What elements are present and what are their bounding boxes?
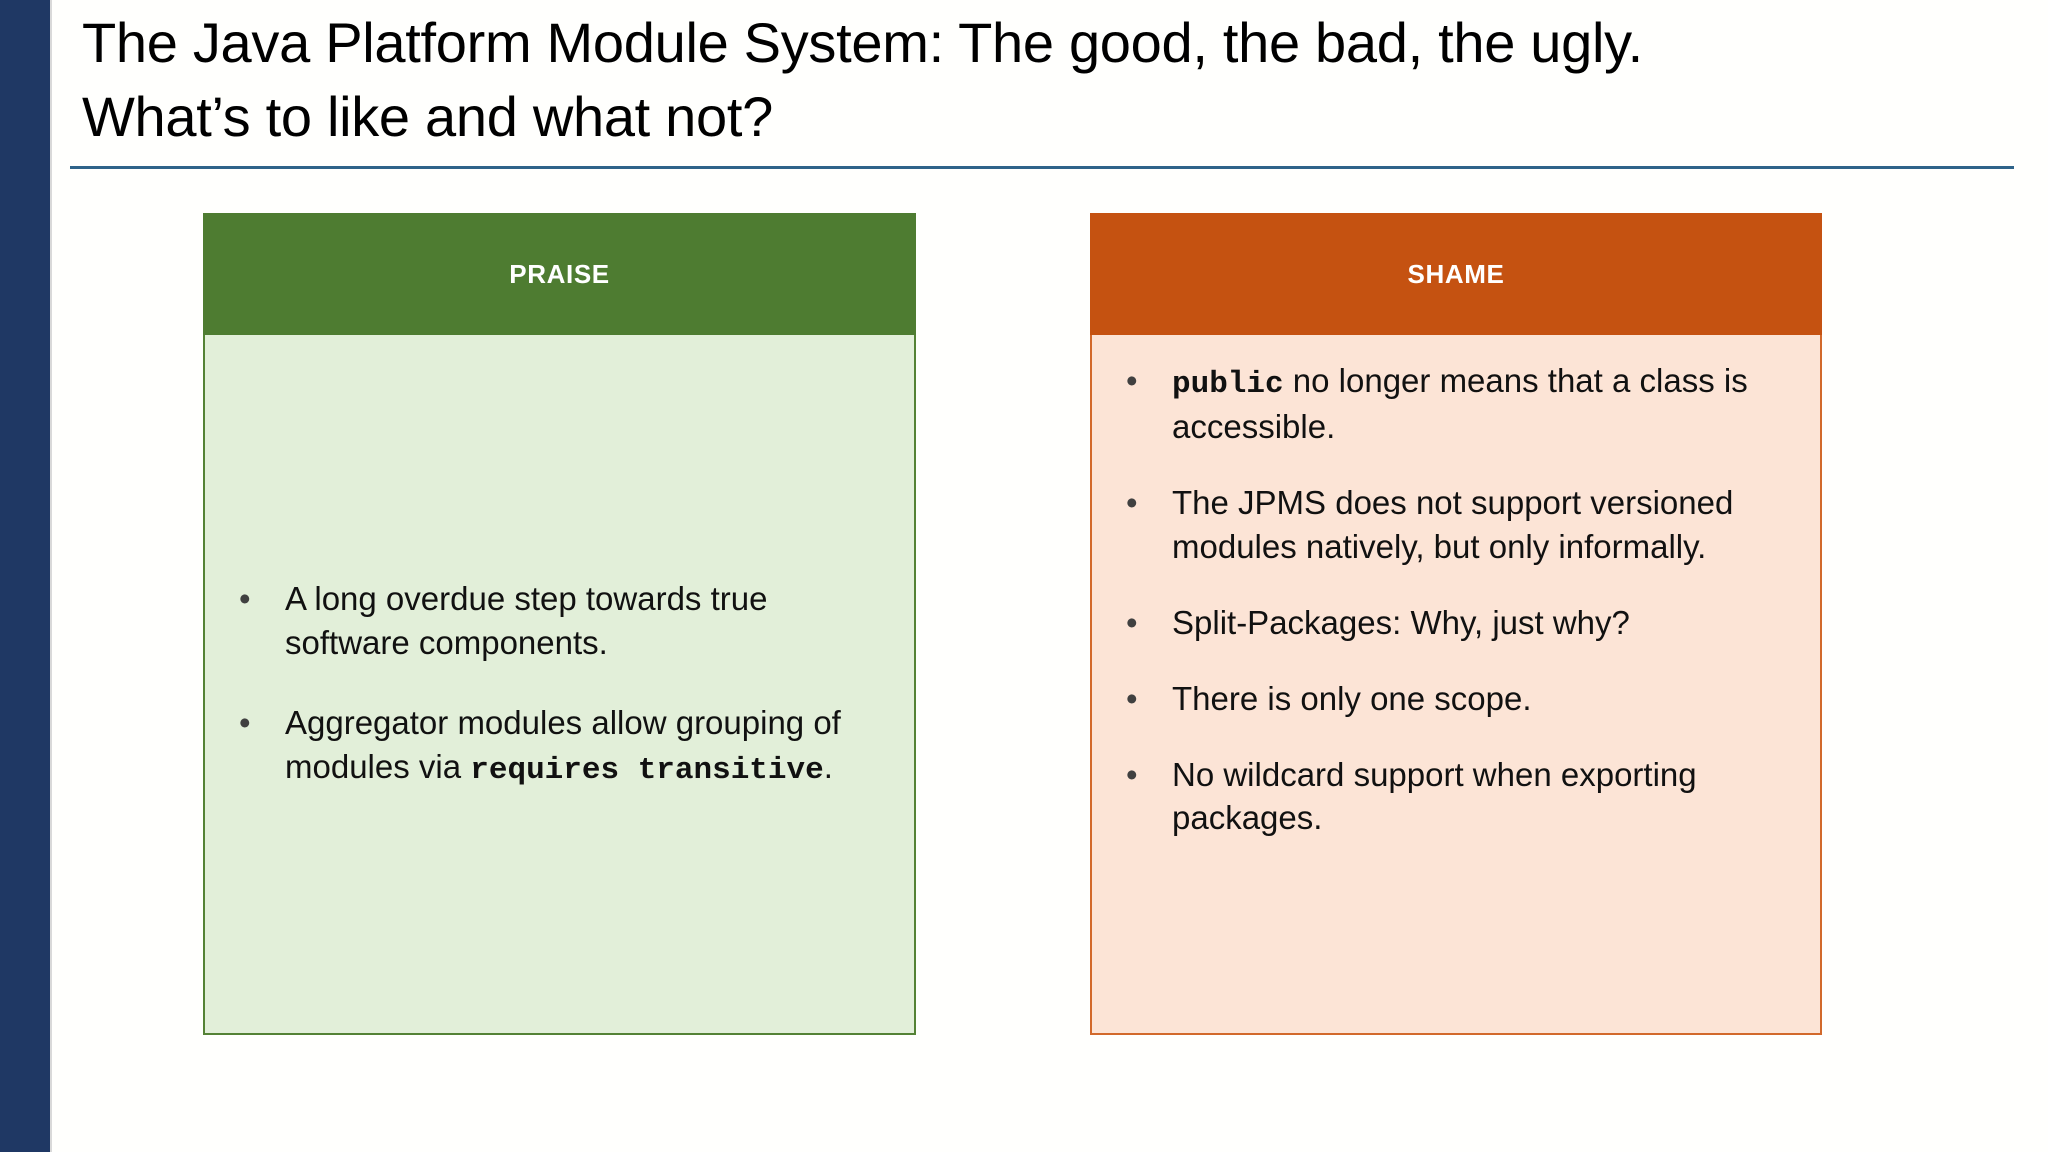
inline-code: public (1172, 367, 1284, 402)
bullet-dot-icon: • (239, 703, 251, 741)
list-item: • Split-Packages: Why, just why? (1108, 601, 1800, 645)
list-item-text: Split-Packages: Why, just why? (1172, 603, 1630, 641)
list-item-text: Aggregator modules allow grouping of mod… (285, 703, 841, 788)
shame-panel-header: SHAME (1090, 213, 1822, 335)
slide-title-line-2: What’s to like and what not? (82, 84, 773, 148)
left-accent-bar (0, 0, 50, 1152)
bullet-dot-icon: • (239, 580, 251, 618)
list-item: • public no longer means that a class is … (1108, 359, 1800, 449)
list-item-text: No wildcard support when exporting packa… (1172, 755, 1697, 837)
shame-panel-body: • public no longer means that a class is … (1090, 335, 1822, 1035)
slide-title-line-1: The Java Platform Module System: The goo… (82, 11, 1643, 74)
praise-panel-body: • A long overdue step towards true softwa… (203, 335, 916, 1035)
bullet-dot-icon: • (1126, 362, 1138, 399)
list-item-text: public no longer means that a class is a… (1172, 362, 1748, 446)
list-item: • There is only one scope. (1108, 677, 1800, 721)
praise-panel-header: PRAISE (203, 213, 916, 335)
slide-title: The Java Platform Module System: The goo… (82, 6, 1962, 154)
bullet-dot-icon: • (1126, 484, 1138, 522)
list-item-text: The JPMS does not support versioned modu… (1172, 484, 1734, 565)
list-item-text: There is only one scope. (1172, 679, 1532, 717)
list-item-text: A long overdue step towards true softwar… (285, 580, 768, 661)
list-item: • The JPMS does not support versioned mod… (1108, 481, 1800, 569)
left-accent-bar-edge (50, 0, 52, 1152)
praise-panel: PRAISE • A long overdue step towards true… (203, 213, 916, 1035)
shame-panel-header-label: SHAME (1407, 258, 1505, 289)
praise-bullet-list: • A long overdue step towards true softwa… (221, 577, 888, 791)
bullet-dot-icon: • (1126, 603, 1138, 641)
list-item: • Aggregator modules allow grouping of mo… (221, 701, 888, 791)
list-item: • A long overdue step towards true softwa… (221, 577, 888, 665)
shame-panel: SHAME • public no longer means that a cla… (1090, 213, 1822, 1035)
list-item: • No wildcard support when exporting pack… (1108, 753, 1800, 841)
bullet-dot-icon: • (1126, 755, 1138, 793)
praise-panel-header-label: PRAISE (509, 258, 610, 289)
inline-code: requires transitive (470, 752, 824, 788)
bullet-dot-icon: • (1126, 679, 1138, 717)
shame-bullet-list: • public no longer means that a class is … (1108, 359, 1800, 872)
title-divider-rule (70, 166, 2014, 169)
